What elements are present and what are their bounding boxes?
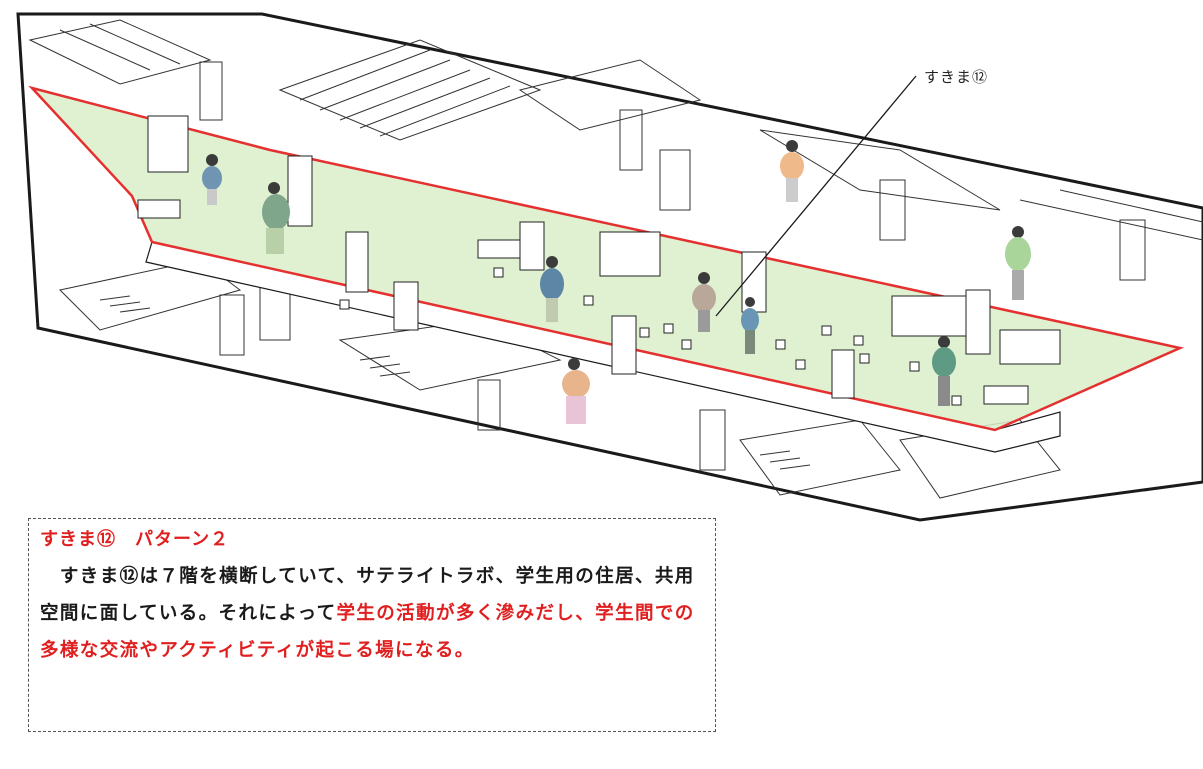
description-note: すきま⑫ パターン２ すきま⑫は７階を横断していて、サテライトラボ、学生用の住居… [28, 518, 716, 732]
person-figure [262, 182, 290, 254]
person-figure [741, 297, 759, 354]
person-figure [202, 154, 222, 205]
person-figure [692, 272, 716, 332]
note-body: すきま⑫は７階を横断していて、サテライトラボ、学生用の住居、共用空間に面している… [40, 558, 707, 669]
person-figure [932, 336, 956, 406]
person-figure [562, 358, 590, 424]
note-heading-pattern: パターン２ [135, 529, 230, 550]
note-heading-name: すきま⑫ [40, 529, 116, 550]
zone-furniture [137, 115, 1061, 405]
person-figure [1005, 226, 1031, 300]
zone-stools [339, 267, 962, 406]
note-body-plain: すきま⑫は７階を横断していて、サテライトラボ、学生用の住居、共用空間に面している… [40, 566, 695, 624]
upper-floor-linework [28, 19, 1203, 281]
note-heading: すきま⑫ パターン２ [40, 525, 707, 555]
callout-leader-line [715, 75, 917, 317]
people-figures [202, 140, 1031, 424]
person-figure [780, 140, 804, 202]
callout-label: すきま⑫ [924, 68, 989, 86]
person-figure [540, 256, 564, 322]
heading-spacer [116, 529, 135, 550]
note-body-highlight: 学生の活動が多く滲みだし、学生間での多様な交流やアクティビティが起こる場になる。 [40, 603, 695, 661]
